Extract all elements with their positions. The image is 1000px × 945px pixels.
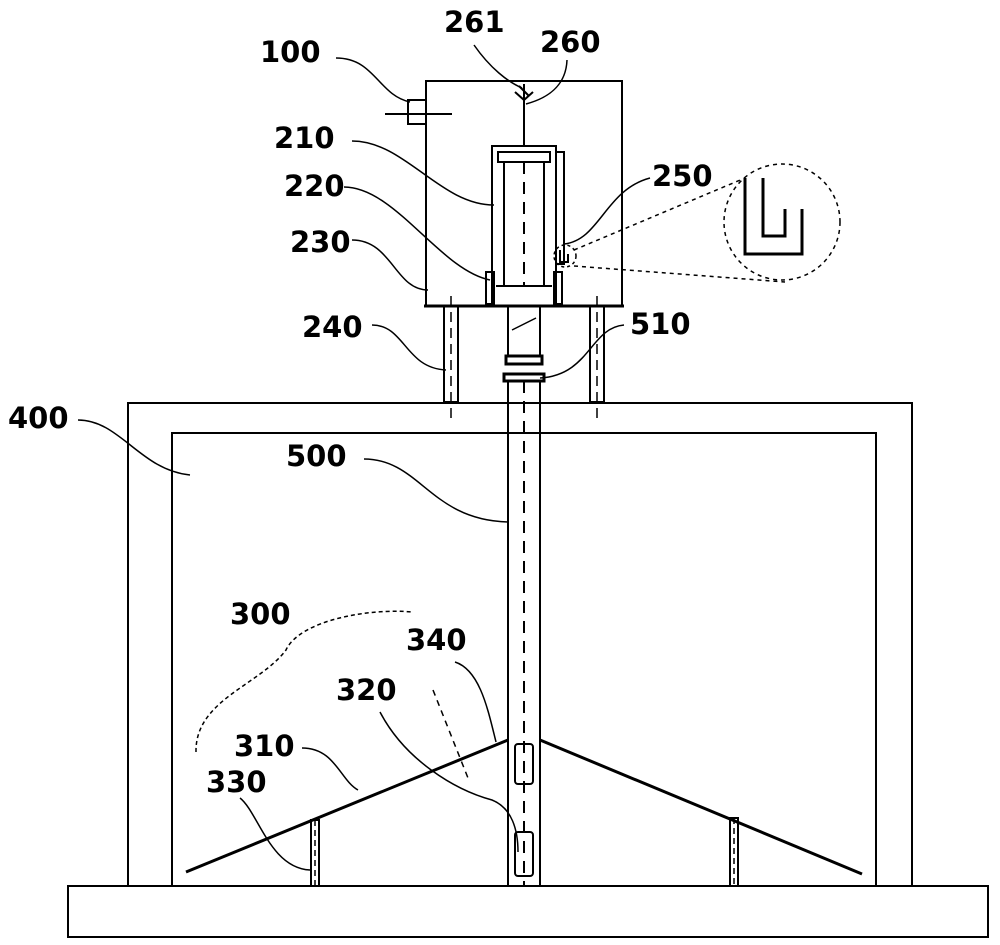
shaft-neck (507, 305, 541, 357)
latch-strip (555, 151, 565, 265)
neck-break-line (511, 317, 537, 331)
detail-circle-small (553, 244, 577, 268)
ref-250: 250 (652, 159, 713, 193)
left-bracket (485, 271, 495, 305)
shaft-window-upper (514, 743, 534, 785)
detail-lead-upper (573, 177, 746, 251)
leader-300 (195, 610, 413, 753)
leader-100 (335, 57, 411, 103)
leader-230 (351, 239, 429, 291)
ref-320: 320 (336, 673, 397, 707)
ref-240: 240 (302, 310, 363, 344)
ref-260: 260 (540, 25, 601, 59)
detail-hook-inner (761, 178, 787, 238)
section-dashed-line (432, 689, 469, 779)
ref-400: 400 (8, 401, 69, 435)
ref-300: 300 (230, 597, 291, 631)
leader-310 (301, 747, 359, 791)
leader-250 (563, 177, 651, 245)
leader-261 (473, 44, 523, 89)
leader-240 (371, 324, 447, 371)
fitting-body (407, 99, 427, 125)
ref-261: 261 (444, 5, 505, 39)
ref-100: 100 (260, 35, 321, 69)
baffle-right (539, 738, 863, 876)
shaft-window-lower (514, 831, 534, 877)
leader-220 (343, 186, 491, 281)
ref-310: 310 (234, 729, 295, 763)
base-plate (67, 885, 989, 938)
ref-510: 510 (630, 307, 691, 341)
leader-260 (525, 59, 568, 105)
leader-330 (239, 797, 311, 871)
ref-230: 230 (290, 225, 351, 259)
coupling-lower (502, 372, 546, 383)
ref-500: 500 (286, 439, 347, 473)
ref-220: 220 (284, 169, 345, 203)
leader-340 (454, 661, 497, 743)
detail-hook-outer (743, 178, 804, 256)
latch-hook-small (559, 250, 569, 263)
ref-210: 210 (274, 121, 335, 155)
coupling-upper (504, 354, 544, 366)
leader-510 (539, 324, 625, 379)
baffle-left (185, 738, 509, 874)
detail-lead-lower (573, 265, 786, 283)
sleeve-cap (497, 151, 551, 163)
detail-circle-large (723, 163, 841, 281)
leader-320 (379, 711, 519, 853)
tank-outer-wall (127, 402, 913, 886)
leader-400 (77, 419, 191, 476)
ref-330: 330 (206, 765, 267, 799)
leader-500 (363, 458, 509, 523)
ref-340: 340 (406, 623, 467, 657)
right-bracket (553, 271, 563, 305)
leader-210 (351, 140, 495, 206)
